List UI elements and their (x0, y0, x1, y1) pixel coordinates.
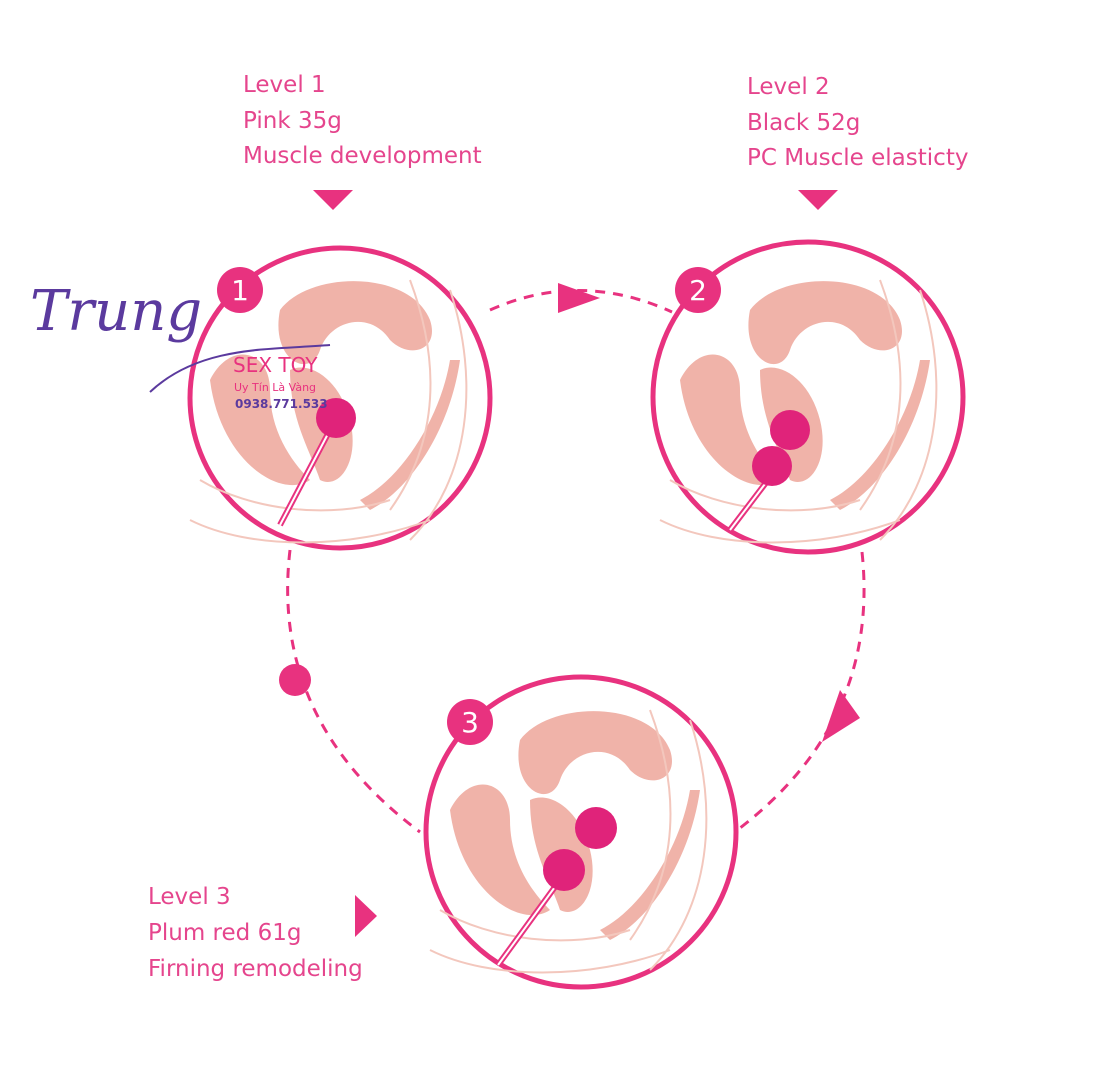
triangle-down-icon (313, 190, 353, 210)
watermark-slogan: Uy Tín Là Vàng (234, 381, 316, 394)
connector-3-1 (286, 549, 421, 834)
watermark-script: Trung (30, 279, 202, 344)
level-1-badge (217, 267, 263, 313)
level-1-effect: Muscle development (243, 143, 482, 169)
watermark-logo: Trung SEX TOY Uy Tín Là Vàng 0938.771.53… (30, 279, 331, 411)
level-3-title: Level 3 (148, 884, 231, 910)
connector-2-3 (739, 551, 866, 830)
level-1-weight: Pink 35g (243, 108, 342, 134)
level-1-title: Level 1 (243, 72, 326, 98)
watermark-brand: SEX TOY (233, 353, 318, 377)
level-2-number: 2 (689, 274, 707, 307)
level-3-weight: Plum red 61g (148, 920, 301, 946)
level-1-illustration (187, 245, 493, 551)
connector-1-2 (489, 289, 673, 314)
triangle-right-icon (355, 895, 377, 937)
level-1-number: 1 (231, 274, 249, 307)
level-3-badge (447, 699, 493, 745)
triangle-down-icon (798, 190, 838, 210)
level-3-illustration (423, 674, 739, 990)
connector-dot (279, 664, 311, 696)
watermark-phone: 0938.771.533 (235, 397, 328, 411)
level-2-title: Level 2 (747, 74, 830, 100)
level-3-effect: Firning remodeling (148, 956, 363, 982)
level-2-weight: Black 52g (747, 110, 860, 136)
level-2-badge (675, 267, 721, 313)
level-2-effect: PC Muscle elasticty (747, 145, 968, 171)
level-3-number: 3 (461, 706, 479, 739)
arrow-right-icon (558, 283, 600, 313)
level-2-illustration (650, 239, 966, 555)
arrow-down-left-icon (822, 690, 860, 742)
